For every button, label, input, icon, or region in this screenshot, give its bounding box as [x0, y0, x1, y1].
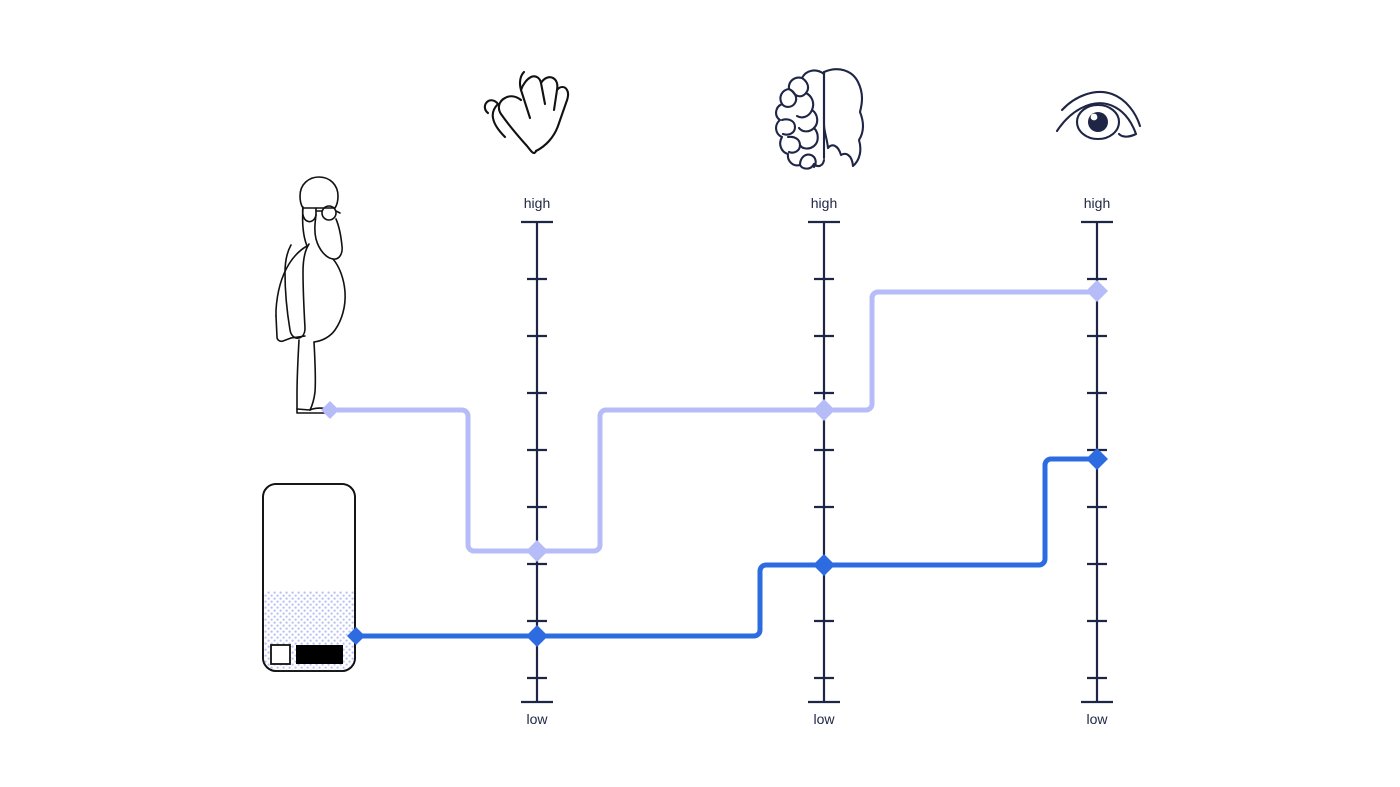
series-person — [321, 280, 1108, 562]
device-bar — [296, 645, 343, 664]
axis-hand-high-label: high — [524, 195, 550, 211]
series-device-marker — [1086, 448, 1108, 470]
person-figure — [275, 176, 346, 414]
device-outline — [262, 483, 356, 672]
series-device-marker — [813, 554, 835, 576]
series-person-marker — [1086, 280, 1108, 302]
hand-icon — [483, 70, 570, 155]
device-checkbox-icon — [270, 644, 291, 665]
axis-brain-low-label: low — [813, 711, 835, 727]
axis-hand — [521, 220, 553, 704]
series-person-path — [327, 289, 1100, 554]
axis-eye-low-label: low — [1086, 711, 1108, 727]
series-device — [347, 448, 1108, 647]
series-device-path — [353, 456, 1100, 639]
brain-icon — [775, 68, 864, 170]
series-person-marker — [813, 399, 835, 421]
axis-brain — [808, 220, 840, 704]
axis-eye-high-label: high — [1084, 195, 1110, 211]
series-device-marker — [347, 627, 365, 645]
series-device-marker — [526, 625, 548, 647]
series-person-marker — [321, 401, 339, 419]
axis-hand-low-label: low — [526, 711, 548, 727]
device-figure — [262, 483, 356, 672]
eye-icon — [1055, 90, 1142, 141]
series-person-marker — [526, 540, 548, 562]
axis-brain-high-label: high — [811, 195, 837, 211]
